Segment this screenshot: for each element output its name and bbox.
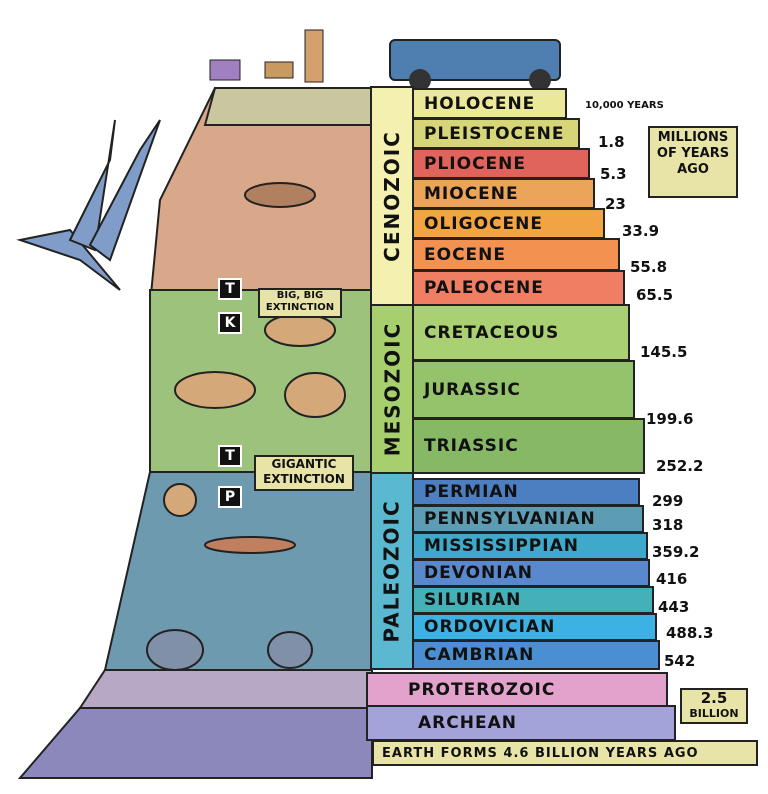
- boundary-value: 145.5: [640, 343, 688, 361]
- truck-illustration: [389, 39, 561, 81]
- boundary-value: 1.8: [598, 133, 625, 151]
- eon-proterozoic: PROTEROZOIC: [366, 672, 668, 707]
- period-holocene: HOLOCENE: [412, 88, 567, 119]
- trilobite-fossil: [267, 631, 313, 669]
- fish-fossil: [204, 536, 296, 554]
- dinosaur-skull-fossil: [174, 371, 256, 409]
- pterosaur-wing: [88, 119, 161, 262]
- extinction-tag-k: K: [218, 312, 242, 334]
- boundary-value: 318: [652, 516, 684, 534]
- truck-wheel: [409, 69, 431, 91]
- billion-note: 2.5 BILLION: [680, 688, 748, 724]
- hadrosaur-skull-fossil: [264, 313, 336, 347]
- period-miocene: MIOCENE: [412, 178, 595, 209]
- mammal-skull-fossil: [244, 182, 316, 208]
- period-devonian: DEVONIAN: [412, 559, 650, 587]
- person-illustration: [304, 29, 324, 83]
- boundary-value: 23: [605, 195, 626, 213]
- archean-strata: [17, 707, 373, 779]
- era-paleozoic: PALEOZOIC: [370, 472, 414, 670]
- boundary-value: 252.2: [656, 457, 704, 475]
- period-jurassic: JURASSIC: [412, 360, 635, 419]
- boundary-value: 443: [658, 598, 690, 616]
- person-illustration: [209, 59, 241, 81]
- extinction-tag-t: T: [218, 445, 242, 467]
- boundary-value: 299: [652, 492, 684, 510]
- period-mississippian: MISSISSIPPIAN: [412, 532, 648, 560]
- leaf-fossil: [284, 372, 346, 418]
- era-label: CENOZOIC: [380, 130, 405, 262]
- trilobite-fossil: [146, 629, 204, 671]
- boundary-value: 416: [656, 570, 688, 588]
- boundary-value: 65.5: [636, 286, 674, 304]
- era-cenozoic: CENOZOIC: [370, 86, 414, 306]
- pterosaur-wing: [68, 119, 116, 252]
- period-triassic: TRIASSIC: [412, 418, 645, 474]
- gigantic-extinction-label: GIGANTIC EXTINCTION: [254, 455, 354, 491]
- period-pennsylvanian: PENNSYLVANIAN: [412, 505, 644, 533]
- billion-value: 2.5: [700, 689, 728, 707]
- boundary-value: 55.8: [630, 258, 668, 276]
- period-pliocene: PLIOCENE: [412, 148, 590, 179]
- proterozoic-strata: [78, 669, 373, 709]
- era-mesozoic: MESOZOIC: [370, 304, 414, 474]
- earth-forms-label: EARTH FORMS 4.6 BILLION YEARS AGO: [372, 740, 758, 766]
- period-ordovician: ORDOVICIAN: [412, 613, 657, 641]
- boundary-holocene: 10,000 YEARS: [585, 100, 664, 111]
- period-paleocene: PALEOCENE: [412, 270, 625, 306]
- units-note: MILLIONS OF YEARS AGO: [648, 126, 738, 198]
- period-cretaceous: CRETACEOUS: [412, 304, 630, 361]
- period-pleistocene: PLEISTOCENE: [412, 118, 580, 149]
- boundary-value: 542: [664, 652, 696, 670]
- boundary-value: 33.9: [622, 222, 660, 240]
- boundary-value: 488.3: [666, 624, 714, 642]
- period-permian: PERMIAN: [412, 478, 640, 506]
- big-extinction-label: BIG, BIG EXTINCTION: [258, 288, 342, 318]
- recent-strata: [203, 87, 373, 126]
- boundary-value: 359.2: [652, 543, 700, 561]
- extinction-tag-p: P: [218, 486, 242, 508]
- boundary-value: 5.3: [600, 165, 627, 183]
- period-cambrian: CAMBRIAN: [412, 640, 660, 670]
- period-eocene: EOCENE: [412, 238, 620, 271]
- boundary-value: 199.6: [646, 410, 694, 428]
- truck-wheel: [529, 69, 551, 91]
- era-label: PALEOZOIC: [380, 499, 404, 643]
- era-label: MESOZOIC: [380, 321, 404, 457]
- billion-unit: BILLION: [689, 707, 739, 720]
- extinction-tag-t: T: [218, 278, 242, 300]
- ammonite-fossil: [163, 483, 197, 517]
- period-oligocene: OLIGOCENE: [412, 208, 605, 239]
- dog-illustration: [264, 61, 294, 79]
- period-silurian: SILURIAN: [412, 586, 654, 614]
- pterosaur-illustration: [16, 228, 121, 291]
- eon-archean: ARCHEAN: [366, 705, 676, 741]
